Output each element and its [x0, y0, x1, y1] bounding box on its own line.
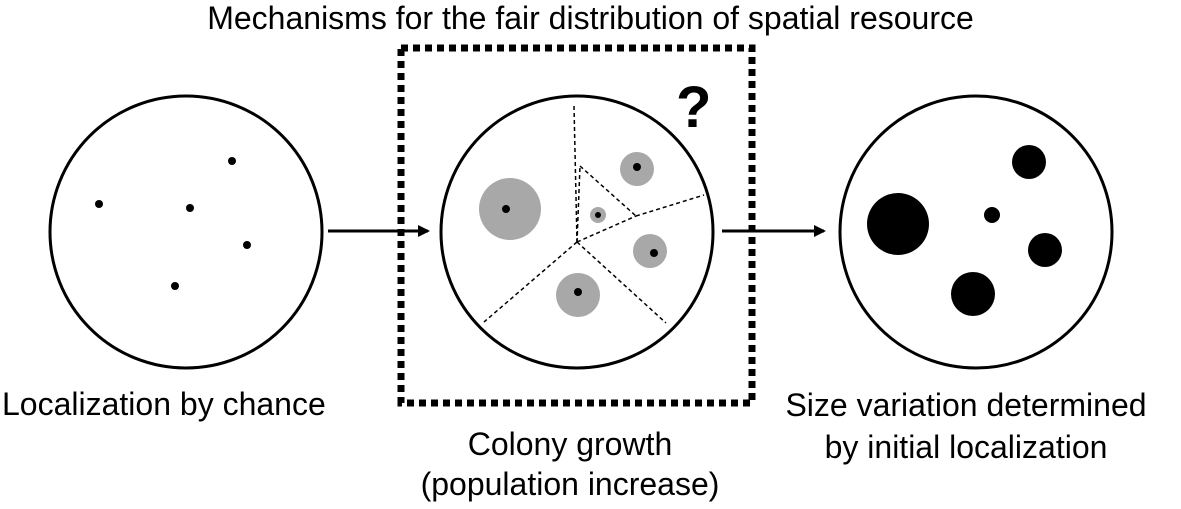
final-colony — [984, 207, 1000, 223]
colony-founder-dot — [633, 163, 641, 171]
caption-left: Localization by chance — [2, 384, 326, 424]
final-colony — [1012, 145, 1046, 179]
dish-left — [48, 94, 324, 370]
question-mark: ? — [676, 75, 712, 140]
panel-middle-colony-growth — [439, 94, 715, 370]
colony-founder-dot — [650, 249, 658, 257]
colony-founder-dot — [574, 288, 582, 296]
final-colony — [1028, 233, 1062, 267]
dish-right — [838, 94, 1114, 370]
caption-right-line-2: by initial localization — [824, 429, 1108, 465]
caption-right-line-1: Size variation determined — [785, 387, 1147, 423]
territory-boundaries — [483, 105, 705, 324]
panel-left-localization — [48, 94, 324, 370]
caption-left-line-1: Localization by chance — [2, 386, 326, 422]
final-colony — [951, 272, 995, 316]
caption-middle: Colony growth (population increase) — [400, 424, 740, 504]
caption-right: Size variation determined by initial loc… — [754, 384, 1178, 468]
caption-middle-line-1: Colony growth — [467, 426, 673, 462]
founder-dot — [95, 200, 103, 208]
colony-halo — [633, 234, 667, 268]
founder-dot — [171, 282, 179, 290]
final-colony — [867, 193, 929, 255]
panel-right-size-variation — [838, 94, 1114, 370]
founder-dot — [228, 157, 236, 165]
figure-title: Mechanisms for the fair distribution of … — [207, 0, 974, 36]
colony-founder-dot — [595, 212, 601, 218]
highlight-dotted-box — [397, 44, 756, 407]
colony-founder-dot — [502, 205, 510, 213]
caption-middle-line-2: (population increase) — [420, 466, 720, 502]
dish-middle — [439, 94, 715, 370]
founder-dot — [186, 204, 194, 212]
founder-dot — [243, 241, 251, 249]
